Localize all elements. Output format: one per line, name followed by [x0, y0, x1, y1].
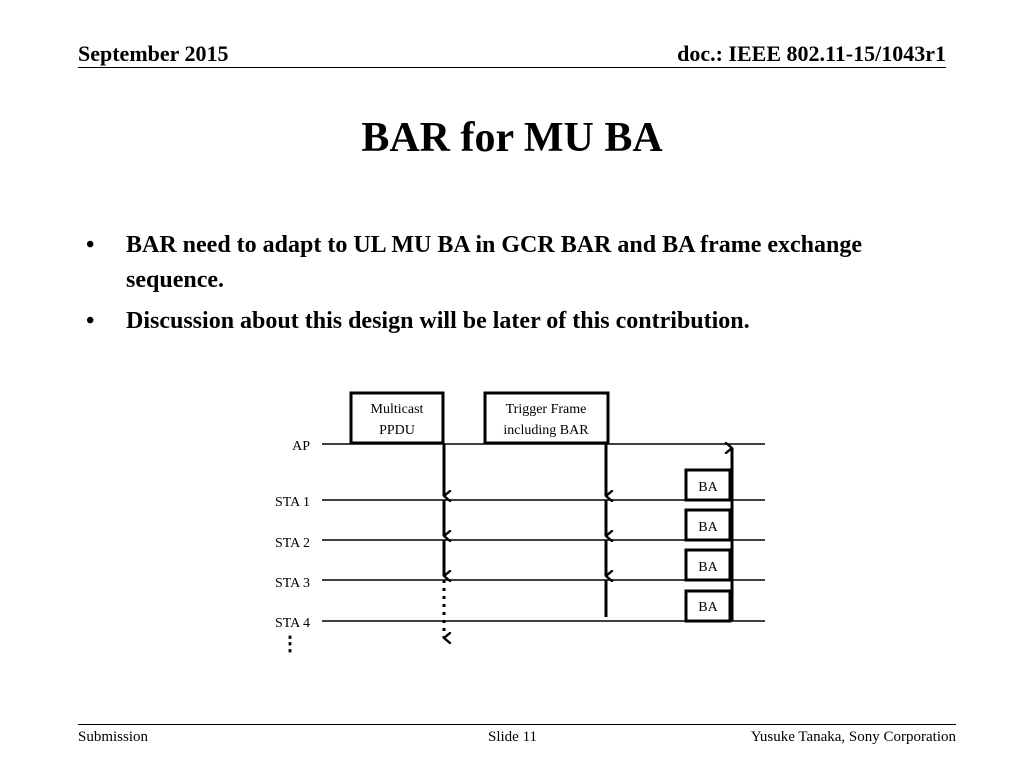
footer-divider [78, 724, 956, 725]
trigger-frame-label-line2: including BAR [503, 423, 589, 438]
station-label-sta4: STA 4 [275, 616, 310, 631]
footer-submission: Submission [78, 729, 149, 745]
trigger-frame-label-line1: Trigger Frame [506, 402, 587, 417]
multicast-frame-label-line1: Multicast [371, 402, 424, 417]
slide-title: BAR for MU BA [361, 115, 663, 161]
bullet-text: Discussion about this design will be lat… [126, 308, 750, 334]
bullet-item: • BAR need to adapt to UL MU BA in GCR B… [86, 228, 946, 298]
bullet-marker: • [86, 308, 95, 334]
header-date: September 2015 [78, 41, 229, 66]
header-divider [78, 67, 946, 68]
bullet-list: • BAR need to adapt to UL MU BA in GCR B… [86, 228, 946, 345]
station-label-sta1: STA 1 [275, 495, 310, 510]
bullet-item: • Discussion about this design will be l… [86, 304, 946, 339]
ba-frame-sta3 [684, 548, 732, 582]
ba-frame-label: BA [698, 480, 718, 495]
trigger-frame [483, 391, 610, 445]
header-doc-id: doc.: IEEE 802.11-15/1043r1 [677, 41, 946, 66]
ba-frame-sta2 [684, 508, 732, 542]
station-label-ap: AP [292, 439, 310, 454]
footer-slide-number: Slide 11 [488, 729, 538, 745]
ba-frame-sta4 [684, 589, 732, 623]
more-stations-mark: ⋮ [280, 633, 300, 655]
ba-frame-label: BA [698, 600, 718, 615]
ba-frame-label: BA [698, 560, 718, 575]
multicast-ppdu-frame [349, 391, 445, 445]
ba-frame-label: BA [698, 520, 718, 535]
bullet-marker: • [86, 232, 95, 258]
station-label-sta2: STA 2 [275, 536, 310, 551]
ba-frame-sta1 [684, 468, 732, 502]
footer-author: Yusuke Tanaka, Sony Corporation [750, 729, 956, 745]
multicast-frame-label-line2: PPDU [379, 423, 415, 438]
station-label-sta3: STA 3 [275, 576, 310, 591]
bullet-text: BAR need to adapt to UL MU BA in GCR BAR… [126, 232, 863, 293]
